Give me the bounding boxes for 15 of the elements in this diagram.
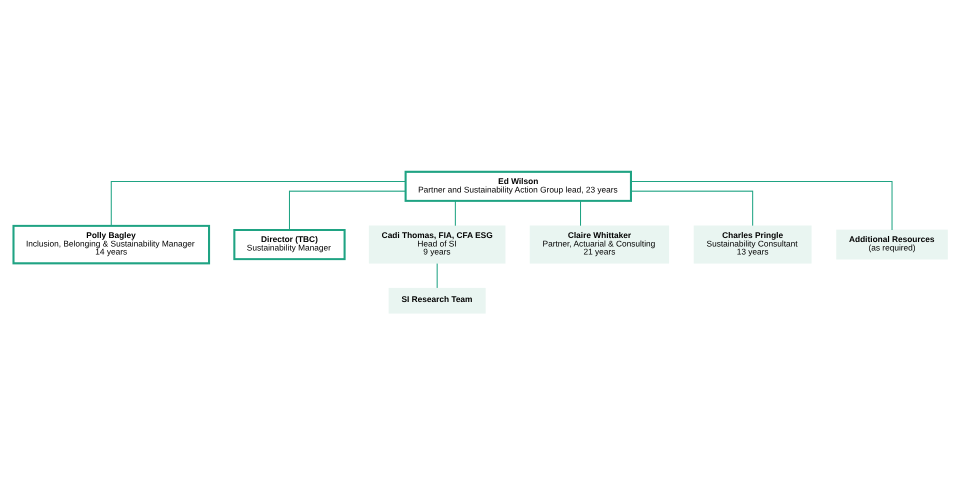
node-box: Charles Pringle Sustainability Consultant 13 years [694,225,812,264]
node-box: Ed Wilson Partner and Sustainability Action Group lead, 23 years [404,170,632,202]
connector [631,180,893,230]
connector [436,263,438,288]
connector [110,180,406,226]
node-box: Cadi Thomas, FIA, CFA ESG Head of SI 9 years [368,225,506,264]
node-box: Polly Bagley Inclusion, Belonging & Sustainability Manager 14 years [12,224,210,264]
node-box: SI Research Team [388,287,486,314]
node-box: Additional Resources (as required) [836,229,948,259]
connector [288,190,406,230]
node-box: Director (TBC) Sustainability Manager [233,228,346,260]
connector [580,200,582,226]
connector [631,190,754,226]
node-box: Claire Whittaker Partner, Actuarial & Consulting 21 years [530,225,670,264]
connector [454,200,456,226]
